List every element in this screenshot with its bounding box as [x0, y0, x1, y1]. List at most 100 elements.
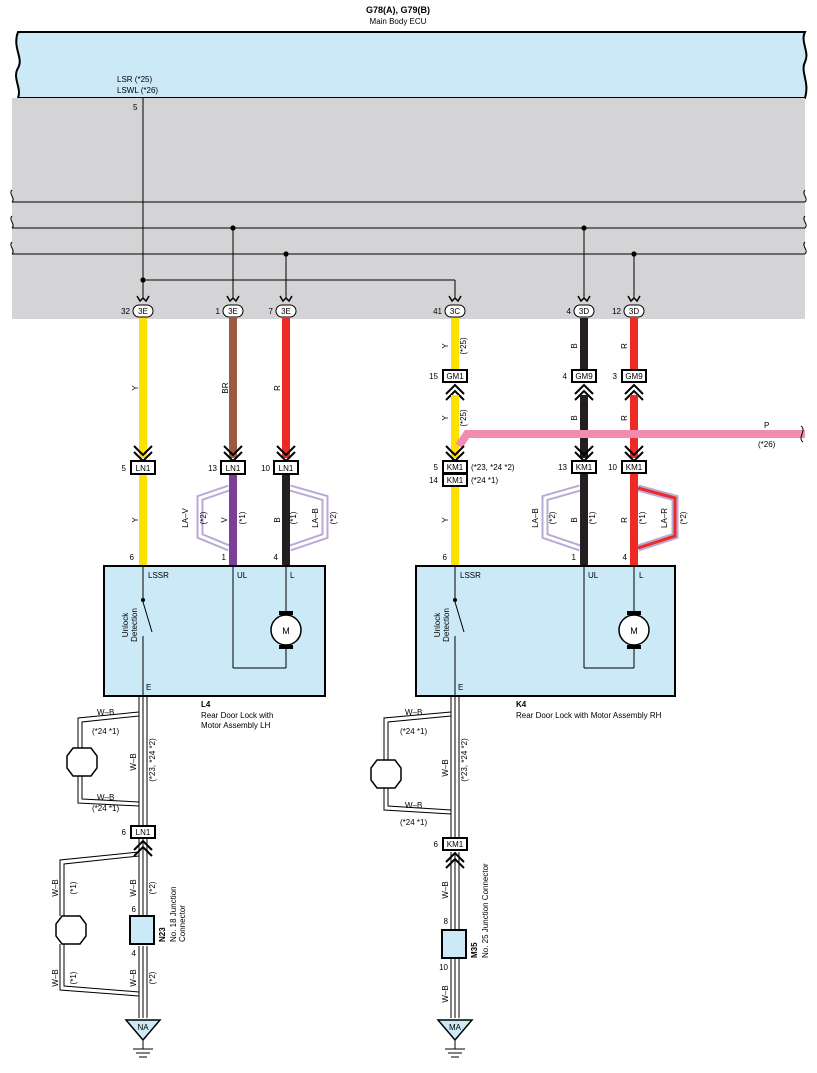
right-l-label: L: [639, 571, 644, 580]
left-motor-brush-top: [279, 611, 293, 615]
junction-dots: [140, 225, 637, 283]
left-part-name1: Rear Door Lock with: [201, 711, 273, 720]
ecu-internal-area: [12, 98, 805, 319]
right-motor-label: M: [630, 626, 638, 636]
left-wires-lower: [139, 475, 329, 565]
ecu-connector-5-code: 3D: [579, 307, 589, 316]
right-pin-4: 4: [623, 553, 628, 562]
right-km1-arrow: [445, 851, 465, 869]
internal-bus-lines: [12, 98, 805, 298]
ecu-connector-2-pin: 1: [216, 307, 221, 316]
right-note-25-mid: (*25): [459, 409, 468, 427]
left-motor-brush-bottom: [279, 645, 293, 649]
right-wire-la-b: LA–B: [531, 508, 540, 528]
ecu-pin-name-lsr: LSR (*25): [117, 75, 152, 84]
km1-connector-5: KM1 5 (*23, *24 *2): [434, 460, 515, 474]
ecu-pin-name-lswl: LSWL (*26): [117, 86, 158, 95]
left-part-code: L4: [201, 700, 211, 709]
right-detection-label: Detection: [442, 608, 451, 642]
gm9a-pin: 4: [563, 372, 568, 381]
left-part-name2: Motor Assembly LH: [201, 721, 271, 730]
left-motor-label: M: [282, 626, 290, 636]
right-ground-label: MA: [449, 1023, 462, 1032]
right-e-label: E: [458, 683, 463, 692]
left-unlock-label: Unlock: [121, 612, 130, 637]
km1-5-note: (*23, *24 *2): [471, 463, 515, 472]
right-lssr-label: LSSR: [460, 571, 481, 580]
right-junction-pin-10: 10: [439, 963, 448, 972]
left-switch-contact: [141, 598, 145, 602]
right-ground-symbol: MA: [436, 1019, 474, 1058]
right-wire-r-top: R: [620, 343, 629, 349]
right-wire-y-mid: Y: [441, 415, 450, 421]
ecu-title: G78(A), G79(B): [366, 5, 430, 15]
ecu-connector-6-pin: 12: [612, 307, 621, 316]
left-pin-1: 1: [222, 553, 227, 562]
right-km1-6-pin: 6: [434, 840, 439, 849]
right-km1-connector-6: KM1 6: [434, 837, 468, 851]
wire-label-left-br: BR: [221, 382, 230, 393]
left-ln1-arrow: [133, 839, 153, 857]
ecu-subtitle: Main Body ECU: [370, 17, 427, 26]
left-splice-octagon-1: [66, 747, 98, 777]
gm9b-code: GM9: [625, 372, 643, 381]
ecu-connector-4: 3C 41: [433, 295, 466, 318]
right-wire-la-r: LA–R: [660, 508, 669, 528]
right-motor-brush-bottom: [627, 645, 641, 649]
left-ln1-6-pin: 6: [122, 828, 127, 837]
gm9b-pin: 3: [613, 372, 618, 381]
left-detection-label: Detection: [130, 608, 139, 642]
left-junction-pin-4: 4: [132, 949, 137, 958]
left-pin-6: 6: [130, 553, 135, 562]
ln1-connector-5-pin: 5: [122, 464, 127, 473]
right-note-24b: (*24 *1): [400, 818, 427, 827]
ecu-connector-4-pin: 41: [433, 307, 442, 316]
left-wb-2: W–B: [129, 753, 138, 770]
right-km1-6-code: KM1: [447, 840, 464, 849]
left-ground-label: NA: [137, 1023, 149, 1032]
right-wire-b2: B: [570, 517, 579, 522]
right-unlock-label: Unlock: [433, 612, 442, 637]
right-note-b: (*1): [588, 511, 597, 524]
right-junction-pin-8: 8: [444, 917, 449, 926]
gm9-connector-a: GM9 4: [563, 369, 597, 383]
right-note-24a: (*24 *1): [400, 727, 427, 736]
ln1-connector-13-code: LN1: [226, 464, 241, 473]
right-junction-name: No. 25 Junction Connector: [481, 863, 490, 958]
right-wire-b-mid: B: [570, 415, 579, 420]
ecu-connector-1-code: 3E: [138, 307, 148, 316]
right-junction-code: M35: [470, 942, 479, 958]
left-note-1b: (*1): [69, 971, 78, 984]
left-note-2: (*2): [148, 881, 157, 894]
wire-label-left-y2: Y: [131, 517, 140, 523]
right-wire-r-mid: R: [620, 415, 629, 421]
right-wire-p: P: [764, 421, 769, 430]
right-note-d: (*2): [679, 511, 688, 524]
left-note-2b: (*2): [148, 971, 157, 984]
left-wb-3: W–B: [97, 793, 114, 802]
ln1-connector-13-pin: 13: [208, 464, 217, 473]
right-part-name1: Rear Door Lock with Motor Assembly RH: [516, 711, 662, 720]
left-wb-6: W–B: [51, 969, 60, 986]
note-left-c: (*1): [289, 511, 298, 524]
right-note-a: (*2): [548, 511, 557, 524]
ecu-connector-3: 3E 7: [269, 295, 297, 318]
left-ground-wiring: [59, 697, 148, 1018]
left-pin-4: 4: [274, 553, 279, 562]
ln1-connector-5: LN1 5: [122, 460, 156, 475]
left-wb-7: W–B: [129, 969, 138, 986]
gm1-code: GM1: [446, 372, 464, 381]
right-switch-contact: [453, 598, 457, 602]
left-wb-5: W–B: [129, 879, 138, 896]
right-wires-middle: [445, 383, 805, 463]
right-pin-6: 6: [443, 553, 448, 562]
wire-label-left-b: B: [273, 517, 282, 522]
right-ground-wiring: [383, 697, 460, 1018]
right-internal-circuit: [454, 566, 635, 696]
left-ul-label: UL: [237, 571, 248, 580]
ecu-connector-4-code: 3C: [450, 307, 460, 316]
km1-5-pin: 5: [434, 463, 439, 472]
km1-14-pin: 14: [429, 476, 438, 485]
ln1-connector-10: LN1 10: [261, 460, 299, 475]
